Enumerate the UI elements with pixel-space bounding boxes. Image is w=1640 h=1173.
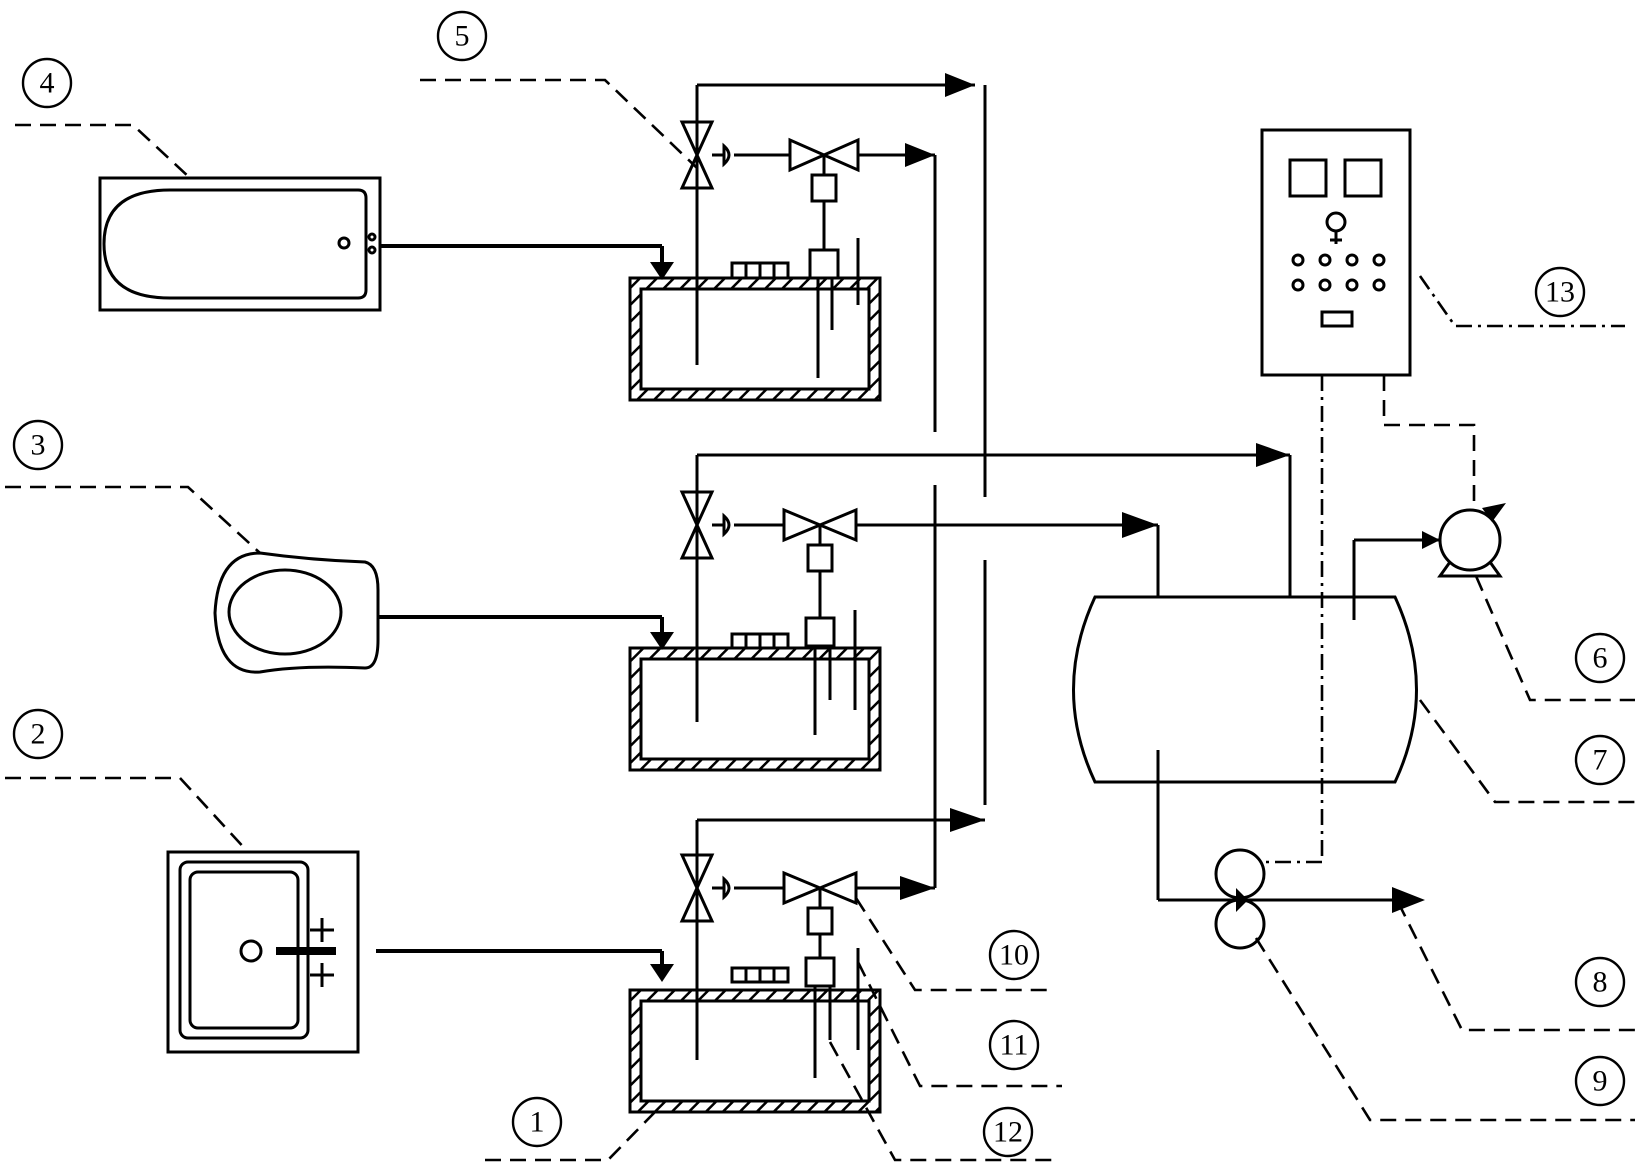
callout-13: 13 [1534,266,1586,318]
callout-1-label: 1 [530,1106,545,1139]
flow-meter-icon [1214,848,1266,950]
callout-2: 2 [12,708,64,760]
valve-assembly-middle [679,443,1292,876]
callout-8-label: 8 [1593,966,1608,999]
pump-icon [1437,503,1506,578]
callout-8: 8 [1574,956,1626,1008]
callout-13-label: 13 [1545,276,1575,309]
callout-6: 6 [1574,632,1626,684]
tank-bottom [628,966,882,1114]
leader-lines [5,78,1635,1162]
callout-12-label: 12 [993,1116,1023,1149]
tank-middle [628,632,882,772]
callout-7-label: 7 [1593,744,1608,777]
callout-4-label: 4 [40,67,55,100]
washbasin-icon [166,850,360,1054]
callout-5: 5 [436,10,488,62]
control-cabinet-icon [1260,128,1476,864]
tank-top [628,261,882,402]
callout-3: 3 [12,419,64,471]
callout-6-label: 6 [1593,642,1608,675]
callout-11: 11 [988,1019,1040,1071]
callout-4: 4 [21,57,73,109]
callout-9: 9 [1574,1055,1626,1107]
callout-1: 1 [511,1096,563,1148]
inflow-pipes [376,244,674,982]
callout-12: 12 [982,1106,1034,1158]
bathtub-icon [98,176,382,312]
callout-10-label: 10 [999,939,1029,972]
callout-7: 7 [1574,734,1626,786]
callout-3-label: 3 [31,429,46,462]
valve-assembly-bottom [679,808,985,1078]
callout-11-label: 11 [1000,1029,1029,1062]
callout-9-label: 9 [1593,1065,1608,1098]
callout-5-label: 5 [455,20,470,53]
callout-10: 10 [988,929,1040,981]
valve-assembly-top [679,73,987,497]
callout-2-label: 2 [31,718,46,751]
toilet-icon [213,551,380,674]
